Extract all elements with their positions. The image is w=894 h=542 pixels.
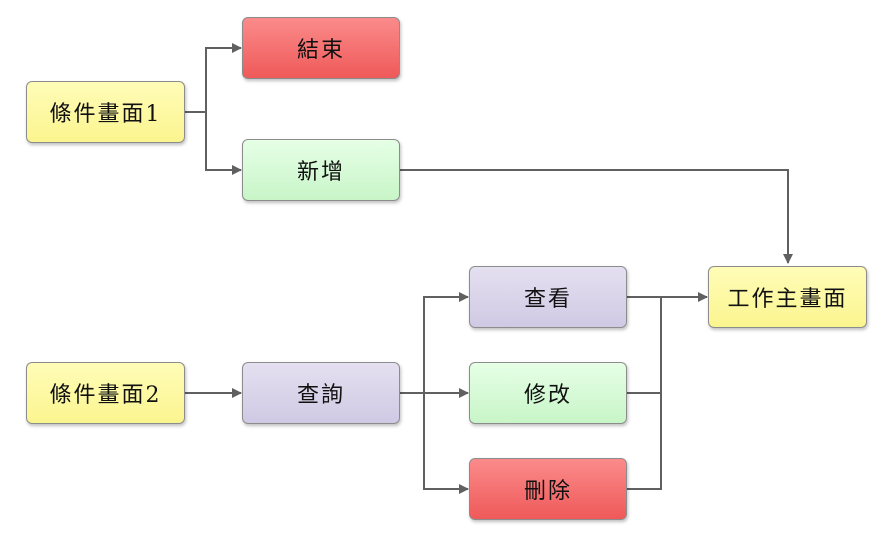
edge-condition1-add bbox=[205, 112, 242, 175]
node-edit[interactable]: 修改 bbox=[469, 362, 627, 424]
node-workspace[interactable]: 工作主畫面 bbox=[708, 266, 867, 328]
edge-query-delete bbox=[423, 393, 469, 494]
edge-condition1-end bbox=[185, 43, 242, 113]
edge-add-workspace bbox=[400, 169, 793, 264]
edge-edit-workspace bbox=[627, 297, 662, 394]
node-condition-screen-2-label: 條件畫面2 bbox=[49, 383, 162, 408]
node-query[interactable]: 查詢 bbox=[242, 362, 400, 424]
edge-delete-workspace bbox=[627, 393, 662, 490]
node-workspace-label: 工作主畫面 bbox=[727, 287, 848, 312]
node-condition-screen-2[interactable]: 條件畫面2 bbox=[26, 362, 185, 424]
node-condition-screen-1[interactable]: 條件畫面1 bbox=[26, 81, 185, 143]
node-end-label: 結束 bbox=[296, 38, 345, 63]
edge-query-view bbox=[400, 292, 469, 394]
node-delete-label: 刪除 bbox=[523, 479, 572, 504]
node-view[interactable]: 查看 bbox=[469, 266, 627, 328]
node-query-label: 查詢 bbox=[296, 383, 345, 408]
node-view-label: 查看 bbox=[523, 287, 572, 312]
node-delete[interactable]: 刪除 bbox=[469, 458, 627, 520]
node-end[interactable]: 結束 bbox=[242, 17, 400, 79]
node-condition-screen-1-label: 條件畫面1 bbox=[49, 102, 162, 127]
node-add-label: 新增 bbox=[296, 160, 345, 185]
node-add[interactable]: 新增 bbox=[242, 139, 400, 201]
node-edit-label: 修改 bbox=[523, 383, 572, 408]
